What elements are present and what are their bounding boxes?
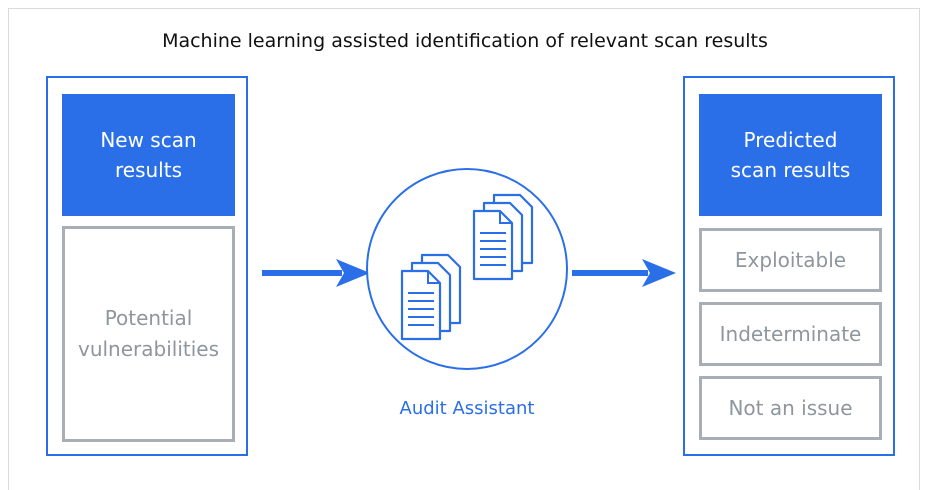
audit-assistant-label: Audit Assistant (399, 398, 535, 419)
potential-vulnerabilities-label: Potential vulnerabilities (77, 306, 219, 361)
result-exploitable-box: Exploitable (699, 228, 882, 292)
new-scan-results-label: New scan results (100, 128, 197, 182)
diagram-title: Machine learning assisted identification… (162, 30, 768, 52)
result-label: Not an issue (728, 395, 853, 420)
predicted-scan-results-header: Predicted scan results (699, 94, 882, 216)
new-scan-results-header: New scan results (62, 94, 235, 216)
result-indeterminate-box: Indeterminate (699, 302, 882, 366)
diagram-frame (8, 8, 920, 490)
document-stack-icon (400, 253, 462, 341)
output-arrow-icon (572, 259, 676, 287)
output-panel: Predicted scan results Exploitable Indet… (683, 76, 895, 456)
input-arrow-icon (262, 259, 370, 287)
document-stack-icon (472, 193, 534, 281)
input-panel: New scan results Potential vulnerabiliti… (46, 76, 248, 456)
potential-vulnerabilities-box: Potential vulnerabilities (62, 226, 235, 442)
result-not-an-issue-box: Not an issue (699, 376, 882, 440)
result-label: Indeterminate (719, 321, 862, 346)
predicted-scan-results-label: Predicted scan results (730, 128, 851, 182)
audit-assistant-circle (366, 168, 568, 370)
result-label: Exploitable (734, 247, 847, 272)
